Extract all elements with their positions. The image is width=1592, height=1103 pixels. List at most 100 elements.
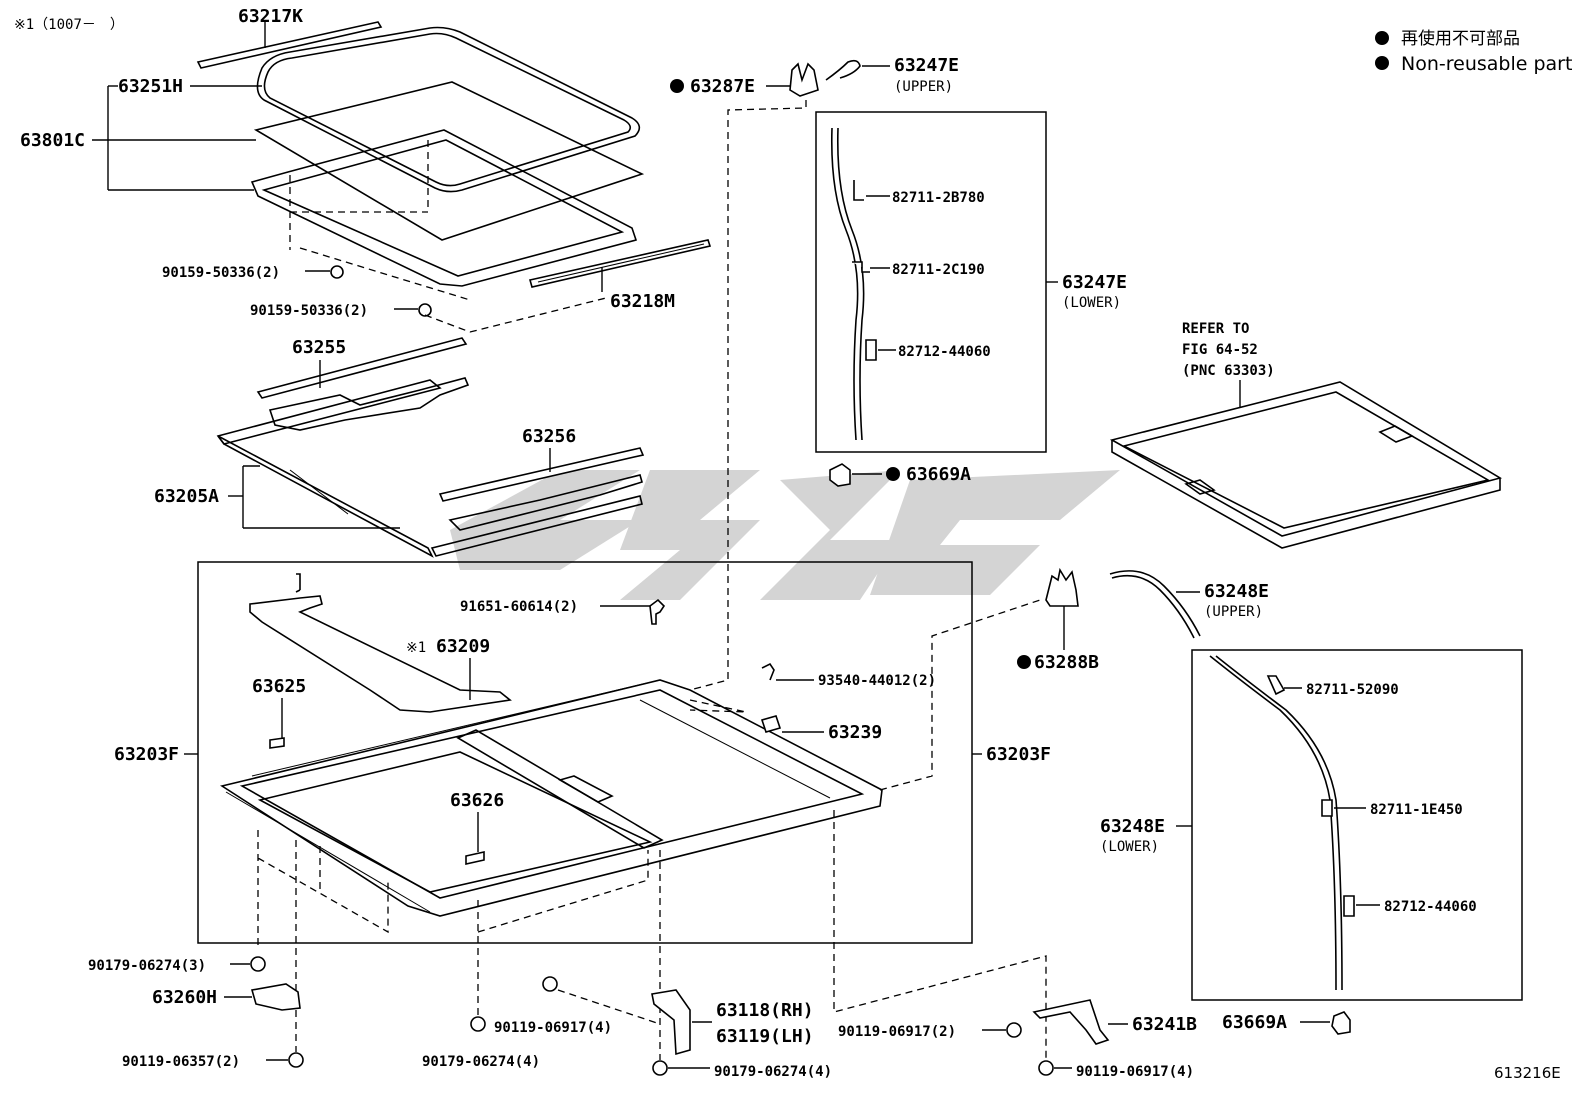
- label-63287E: 63287E: [690, 76, 755, 97]
- bullet-icon: [1375, 31, 1389, 45]
- clip-63669A: [829, 463, 851, 487]
- clip-63626: [465, 851, 485, 865]
- label-90119-06917-b: 90119-06917(2): [838, 1024, 956, 1040]
- label-63203F-left: 63203F: [114, 744, 179, 765]
- bolt-icon: [1038, 1060, 1054, 1076]
- bullet-icon: [1375, 56, 1389, 70]
- label-63247E-upper-sub: (UPPER): [894, 79, 953, 95]
- headliner-ref-panel: [1109, 381, 1503, 549]
- non-reusable-icon: [1017, 655, 1031, 669]
- label-90119-06357: 90119-06357(2): [122, 1054, 240, 1070]
- label-63248E-lower-sub: (LOWER): [1100, 839, 1159, 855]
- label-82712-44060-b: 82712-44060: [1384, 899, 1477, 915]
- label-63288B: 63288B: [1034, 652, 1099, 673]
- bolt-icon: [330, 265, 344, 279]
- glass-panel: [253, 81, 645, 241]
- label-93540: 93540-44012(2): [818, 673, 936, 689]
- label-90159-a: 90159-50336(2): [162, 265, 280, 281]
- label-63118: 63118(RH): [716, 1000, 814, 1021]
- refer-line-2: FIG 64-52: [1182, 342, 1258, 358]
- non-reusable-icon: [670, 79, 684, 93]
- label-63251H: 63251H: [118, 76, 183, 97]
- clip-63669A-b: [1331, 1011, 1351, 1035]
- label-90119-06917-c: 90119-06917(4): [1076, 1064, 1194, 1080]
- label-63669A-b: 63669A: [1222, 1012, 1287, 1033]
- label-63209-mark: ※1: [406, 640, 426, 656]
- label-91651: 91651-60614(2): [460, 599, 578, 615]
- label-63119: 63119(LH): [716, 1026, 814, 1047]
- frame-assembly-box: [197, 561, 973, 944]
- label-63247E-lower: 63247E: [1062, 272, 1127, 293]
- nut-icon: [652, 1060, 668, 1076]
- label-63241B: 63241B: [1132, 1014, 1197, 1035]
- nut-icon: [470, 1016, 486, 1032]
- bracket-63209: [249, 595, 512, 713]
- label-63203F-right: 63203F: [986, 744, 1051, 765]
- label-90179-a: 90179-06274(3): [88, 958, 206, 974]
- label-63255: 63255: [292, 337, 346, 358]
- label-82711-1E450: 82711-1E450: [1370, 802, 1463, 818]
- label-63248E-upper-sub: (UPPER): [1204, 604, 1263, 620]
- bolt-icon: [542, 976, 558, 992]
- clip-63287E: [789, 62, 819, 97]
- label-63248E-lower: 63248E: [1100, 816, 1165, 837]
- lower-hose-box-1: [815, 111, 1047, 453]
- label-63669A-a: 63669A: [906, 464, 971, 485]
- hose-63248E-lower: [1209, 655, 1337, 991]
- label-63256: 63256: [522, 426, 576, 447]
- label-63248E-upper: 63248E: [1204, 581, 1269, 602]
- refer-line-3: (PNC 63303): [1182, 363, 1275, 379]
- label-82711-52090: 82711-52090: [1306, 682, 1399, 698]
- label-63626: 63626: [450, 790, 504, 811]
- clip-63288B: [1045, 567, 1079, 607]
- figure-code: 613216E: [1494, 1064, 1561, 1082]
- label-63260H: 63260H: [152, 987, 217, 1008]
- label-63247E-lower-sub: (LOWER): [1062, 295, 1121, 311]
- label-63217K: 63217K: [238, 6, 303, 27]
- glass-frame: [250, 129, 638, 287]
- motor-63260H: [250, 983, 301, 1011]
- clip-63625: [269, 737, 285, 749]
- refer-line-1: REFER TO: [1182, 321, 1249, 337]
- label-63625: 63625: [252, 676, 306, 697]
- weatherstrip-63251H: [256, 26, 641, 193]
- rail-63255: [256, 337, 468, 399]
- hose-63248E-upper: [1111, 574, 1195, 639]
- label-63801C: 63801C: [20, 130, 85, 151]
- bottom-fasteners: [250, 956, 1110, 1076]
- clip-63239: [760, 715, 782, 733]
- label-63247E-upper: 63247E: [894, 55, 959, 76]
- label-63239: 63239: [828, 722, 882, 743]
- non-reusable-icon: [886, 467, 900, 481]
- watermark-logo: [450, 470, 1120, 600]
- legend: 再使用不可部品 Non-reusable part: [1375, 28, 1572, 75]
- label-82712-44060-a: 82712-44060: [898, 344, 991, 360]
- bolt-icon: [1006, 1022, 1022, 1038]
- lower-hose-box-2: [1191, 649, 1523, 1001]
- label-90159-b: 90159-50336(2): [250, 303, 368, 319]
- nut-icon: [250, 956, 266, 972]
- drain-upper-63247E: [789, 59, 861, 97]
- sunroof-frame: [219, 573, 883, 917]
- rail-63256: [438, 447, 645, 502]
- label-63218M: 63218M: [610, 291, 675, 312]
- bracket-63118: [651, 989, 691, 1056]
- header-note: ※1（1007－ ）: [14, 17, 124, 33]
- glass-assembly: [196, 21, 712, 333]
- label-63205A: 63205A: [154, 486, 219, 507]
- bolt-icon: [288, 1052, 304, 1068]
- label-90179-b: 90179-06274(4): [422, 1054, 540, 1070]
- label-90119-06917-a: 90119-06917(4): [494, 1020, 612, 1036]
- label-63209: 63209: [436, 636, 490, 657]
- bracket-63241B: [1032, 999, 1110, 1045]
- hose-63247E-lower: [830, 127, 859, 441]
- bolt-icon: [418, 303, 432, 317]
- legend-en: Non-reusable part: [1401, 53, 1572, 75]
- weatherstrip-63217K: [196, 21, 383, 69]
- label-82711-2B780: 82711-2B780: [892, 190, 985, 206]
- label-90179-c: 90179-06274(4): [714, 1064, 832, 1080]
- shade-assembly: [216, 337, 645, 558]
- shade-63205A: [217, 435, 434, 558]
- label-82711-2C190: 82711-2C190: [892, 262, 985, 278]
